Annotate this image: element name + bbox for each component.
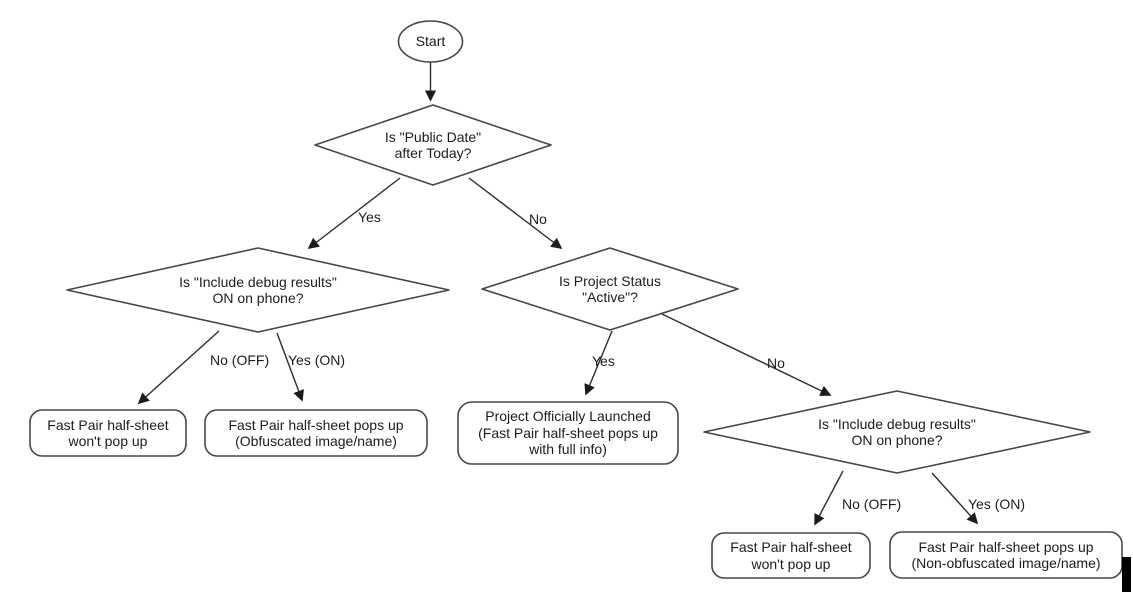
result-wont-popup-right-shape [711,532,871,579]
result-launched-shape [457,401,679,465]
edge-label-d2-no: No (OFF) [210,352,270,368]
edge-label-d3-yes: Yes [592,353,615,369]
edge-label-d1-yes: Yes [358,209,381,225]
edge-d2-no [137,330,220,405]
edge-d4-yes [931,472,979,525]
decision-public-date-shape [314,104,552,186]
edge-label-d4-yes: Yes (ON) [968,496,1026,512]
edge-label-d1-no: No [529,211,547,227]
edge-label-d3-no: No [767,355,785,371]
edge-d3-yes [584,330,613,396]
edge-d1-yes [307,177,401,250]
start-node-shape [397,20,464,63]
text-cursor-artifact [1122,557,1131,592]
edge-label-d4-no: No (OFF) [842,496,902,512]
edge-d3-no [661,313,832,396]
edge-label-d2-yes: Yes (ON) [288,352,346,368]
result-obfuscated-shape [204,409,428,457]
edge-d4-no [814,470,844,526]
decision-debug-left-shape [66,247,450,333]
result-non-obfuscated-shape [889,531,1123,579]
decision-project-status-shape [481,247,739,331]
decision-debug-right-shape [703,390,1091,474]
result-wont-popup-left-shape [29,409,187,457]
edge-d2-yes [276,332,304,402]
edge-d1-no [468,177,563,250]
